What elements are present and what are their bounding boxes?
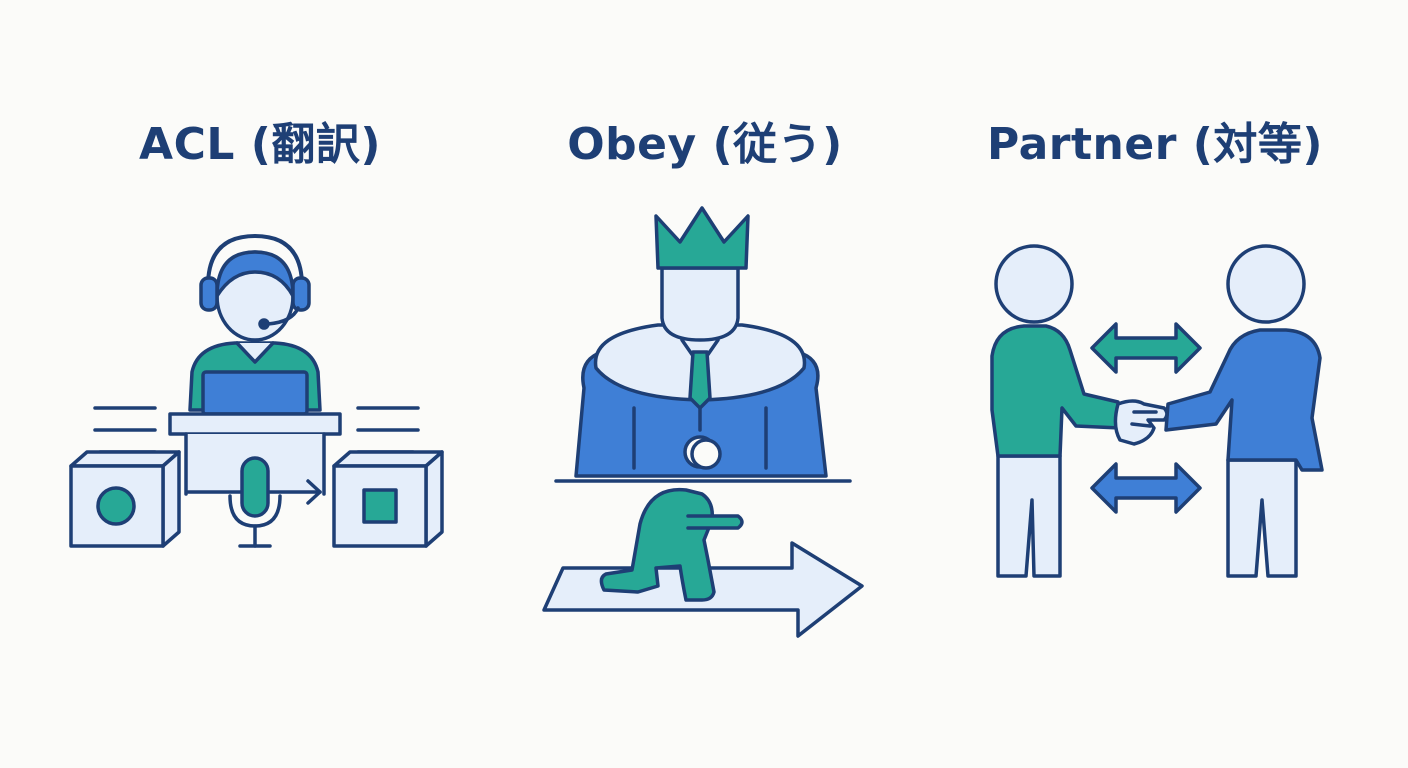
speed-lines-left-icon bbox=[93, 406, 157, 454]
obey-illustration bbox=[542, 206, 864, 638]
left-cube-circle-icon bbox=[69, 450, 181, 548]
panel-title-obey: Obey (従う) bbox=[567, 119, 843, 170]
right-cube-square-icon bbox=[332, 450, 444, 548]
crown-icon bbox=[654, 206, 750, 270]
panel-title-acl: ACL (翻訳) bbox=[139, 119, 381, 170]
double-arrow-bottom-icon bbox=[1090, 462, 1202, 514]
person-right-icon bbox=[1164, 244, 1324, 578]
double-arrow-top-icon bbox=[1090, 322, 1202, 374]
king-figure-icon bbox=[574, 266, 828, 478]
panel-title-partner: Partner (対等) bbox=[987, 119, 1323, 170]
microphone-icon bbox=[228, 456, 282, 548]
panel-obey: Obey (従う) bbox=[480, 0, 930, 768]
desk-icon bbox=[168, 412, 342, 496]
speed-lines-right-icon bbox=[356, 406, 420, 454]
handshake-icon bbox=[1113, 399, 1169, 446]
person-left-icon bbox=[990, 244, 1122, 578]
laptop-icon bbox=[201, 370, 309, 416]
kneeling-person-icon bbox=[599, 438, 744, 602]
panel-partner: Partner (対等) bbox=[950, 0, 1360, 768]
partner-illustration bbox=[990, 244, 1324, 578]
acl-illustration bbox=[69, 234, 444, 548]
panel-acl: ACL (翻訳) bbox=[40, 0, 480, 768]
